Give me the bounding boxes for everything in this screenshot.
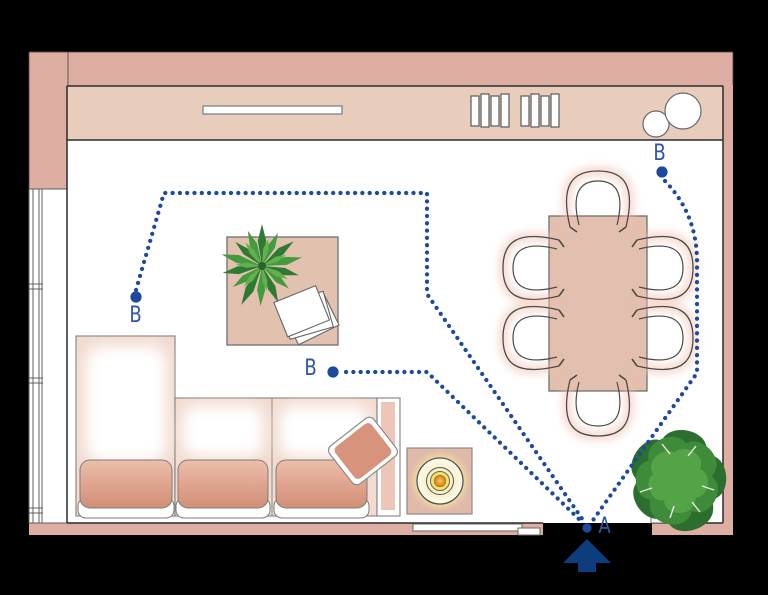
table-lamp	[415, 456, 465, 506]
papers	[273, 284, 340, 346]
throw-pillow	[327, 416, 399, 486]
right-wall	[723, 85, 733, 535]
dining-set	[503, 171, 693, 436]
marker-dot-b1	[130, 291, 142, 303]
marker-label-b1: B	[129, 303, 142, 328]
marker-dot-a	[582, 523, 592, 533]
left-wall-corner	[28, 51, 69, 190]
path-b2-to-a	[343, 369, 586, 526]
small-vase	[642, 110, 670, 138]
marker-dot-b2	[327, 366, 339, 378]
books-group-2	[520, 93, 560, 128]
sofa	[75, 335, 401, 519]
window	[28, 188, 68, 524]
path-b3-to-a	[588, 178, 700, 526]
top-wall	[28, 51, 734, 87]
monstera-plant	[622, 426, 729, 538]
marker-label-a: A	[598, 514, 611, 539]
large-vase	[664, 92, 702, 130]
dining-table	[548, 215, 648, 392]
entry-arrow-icon	[563, 539, 611, 572]
marker-label-b2: B	[304, 356, 317, 381]
coffee-table	[220, 224, 340, 346]
side-table	[406, 447, 473, 515]
sideboard-shelf	[66, 85, 724, 141]
shelf-tray	[202, 105, 343, 115]
dotted-paths	[133, 178, 700, 526]
books-group-1	[470, 93, 510, 128]
sideboard-top	[66, 85, 724, 141]
palm-plant	[220, 224, 303, 307]
marker-dot-b3	[656, 166, 668, 178]
sliding-door	[412, 523, 541, 536]
sofa-seat-cushions	[77, 459, 370, 519]
marker-dots	[130, 166, 668, 533]
marker-label-b3: B	[653, 141, 666, 166]
path-b1-to-a	[133, 190, 588, 526]
